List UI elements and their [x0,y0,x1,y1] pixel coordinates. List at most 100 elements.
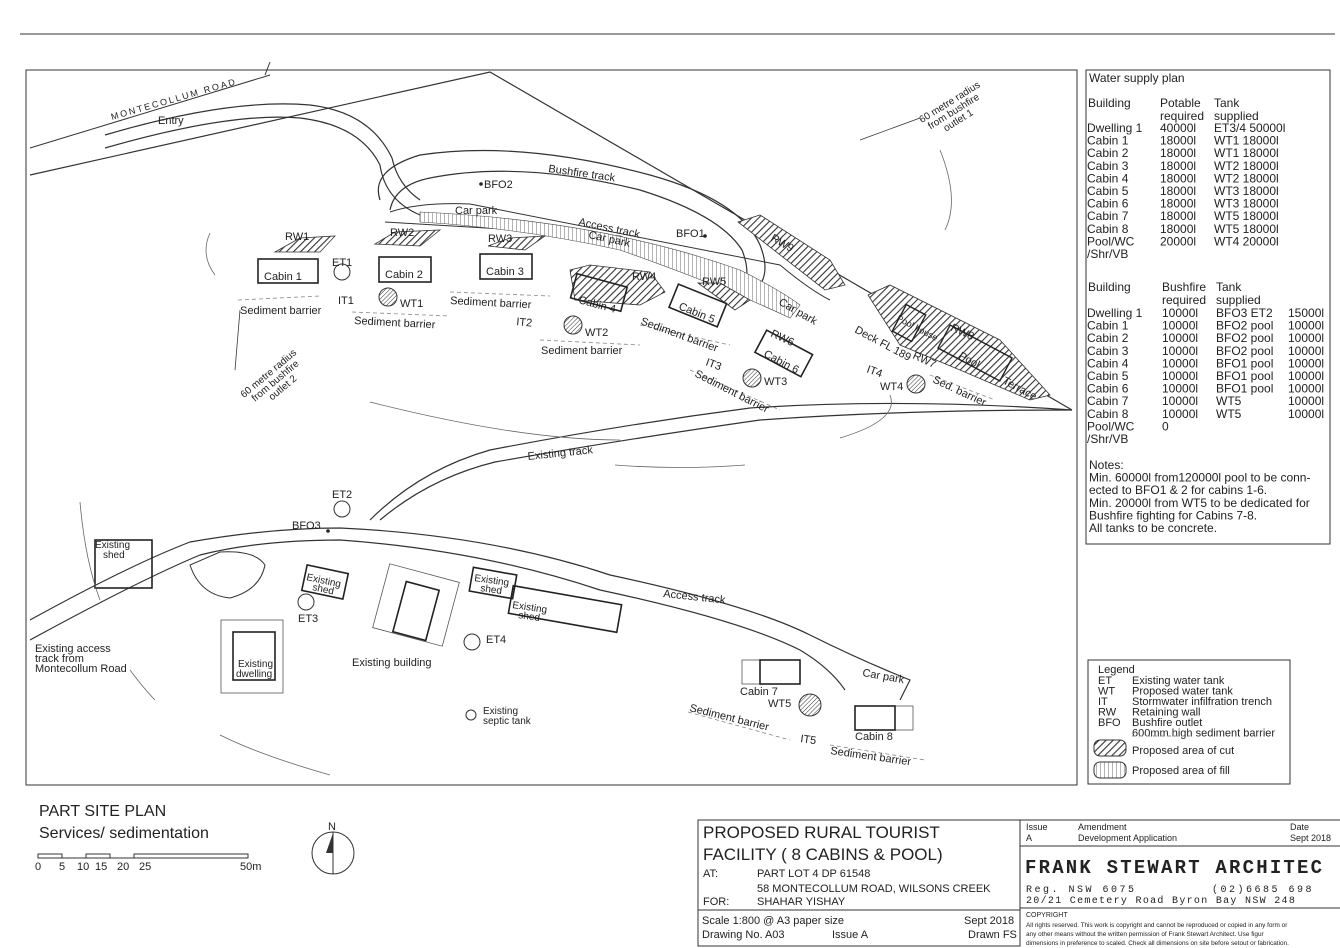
bfo3-point [326,529,330,533]
bushfire-row-required: 10000l [1162,394,1198,408]
potable-row-building: Cabin 7 [1087,209,1129,223]
legend-desc: Proposed water tank [1132,686,1233,698]
firm-address: 20/21 Cemetery Road Byron Bay NSW 248 [1026,895,1296,907]
at-line-1: PART LOT 4 DP 61548 [757,868,870,880]
bushfire-header-required: required [1162,293,1206,307]
amendment-header: Amendment [1078,822,1127,832]
potable-row-required: 18000l [1160,146,1196,160]
potable-header-required: required [1160,109,1204,123]
potable-row-tank: WT2 18000l [1214,159,1279,173]
potable-row-tank: WT3 18000l [1214,197,1279,211]
issue-value: A [1026,833,1032,843]
cabin-3-label: Cabin 3 [486,266,524,278]
potable-header-supplied: supplied [1214,109,1259,123]
car-park-label-1: Car park [455,205,498,217]
dwelling-label-a: Existing [238,659,273,670]
sediment-label-4: Sediment barrier [541,345,623,357]
legend-desc: Stormwater infilfration trench [1132,696,1272,708]
bushfire-row-building: Cabin 1 [1087,319,1129,333]
it5-label: IT5 [800,733,817,747]
existing-dwelling [232,631,276,681]
potable-row-building: Cabin 5 [1087,184,1129,198]
water-supply-title: Water supply plan [1089,71,1185,85]
cabin-6-label: Cabin 6 [762,348,801,376]
bushfire-row-tank: BFO2 pool [1216,319,1273,333]
firm-reg: Reg. NSW 6075 [1026,885,1137,896]
existing-dwelling-outline [220,619,284,694]
potable-row-tank: ET3/4 50000l [1214,121,1285,135]
potable-header: Building Potable required Tank supplied [1088,96,1259,123]
potable-row-required: 18000l [1160,209,1196,223]
pool-house [891,303,927,343]
copyright-title: COPYRIGHT [1026,912,1068,919]
potable-row-required: 18000l [1160,171,1196,185]
sediment-label-8: Sediment barrier [830,745,913,768]
bfo2-point [479,182,483,186]
dwelling-label-b: dwelling [236,669,272,680]
rw2-label: RW2 [390,227,414,239]
tank-wt3 [742,368,762,388]
et2-label: ET2 [332,489,352,501]
bushfire-row-required: 10000l [1162,319,1198,333]
bushfire-row-capacity: 10000l [1288,394,1324,408]
scale-tick-15: 15 [95,861,107,873]
tank-et1 [333,263,351,281]
tank-et3 [297,593,315,611]
scale-tick-20: 20 [117,861,129,873]
bushfire-track [377,149,766,286]
existing-shed-3 [468,566,518,600]
legend-abbrev: ET [1098,675,1112,687]
existing-track-label: Existing track [527,444,594,463]
plan-subtitle: Services/ sedimentation [39,825,209,842]
existing-shed-4 [507,584,623,634]
drawing-date: Sept 2018 [964,915,1014,927]
existing-access-a: Existing access [35,643,111,655]
rw1-label: RW1 [285,231,309,243]
existing-shed-2 [300,563,350,601]
cabin-2 [378,256,432,283]
potable-row-building: Cabin 8 [1087,222,1129,236]
bushfire-row-building: Cabin 5 [1087,369,1129,383]
bushfire-row-required: 10000l [1162,306,1198,320]
entry-label: Entry [158,115,184,127]
et1-label: ET1 [332,257,352,269]
it1-label: IT1 [338,295,354,307]
potable-row-required: 18000l [1160,197,1196,211]
notes-line: Min. 20000l from WT5 to be dedicated for [1089,496,1310,510]
potable-row-building: Dwelling 1 [1087,121,1143,135]
cabin-8 [854,705,896,731]
bushfire-row-building: Cabin 2 [1087,331,1129,345]
potable-header-potable: Potable [1160,96,1201,110]
bushfire-row-tank: WT5 [1216,394,1242,408]
rw3-label: RW3 [488,233,512,245]
scale-tick-5: 5 [59,861,65,873]
plan-title: PART SITE PLAN [39,803,166,820]
it4-label: IT4 [865,364,884,381]
bushfire-header-tank: Tank [1216,280,1242,294]
bushfire-row-building: /Shr/VB [1087,432,1128,446]
scale-text: Scale 1:800 @ A3 paper size [702,915,844,927]
potable-row-tank: WT5 18000l [1214,222,1279,236]
bushfire-row-required: 0 [1162,419,1169,433]
it3-label: IT3 [704,357,723,374]
existing-building-label: Existing building [352,657,432,669]
pool [937,324,1013,382]
existing-access-b: track from [35,653,84,665]
scale-tick-25: 25 [139,861,151,873]
copyright-line-3: dimensions in preference to scaled. Chec… [1026,940,1289,947]
bushfire-row-capacity: 10000l [1288,319,1324,333]
cabin-3 [479,253,533,280]
wt5-label: WT5 [768,698,791,710]
sediment-label-2: Sediment barrier [354,315,436,331]
north-arrow: N [311,821,355,875]
wt4-label: WT4 [880,381,903,393]
cabin-4 [569,272,629,313]
bushfire-row-required: 10000l [1162,382,1198,396]
sediment-label-7: Sediment barrier [688,702,770,733]
potable-row-building: Cabin 2 [1087,146,1129,160]
bushfire-row-building: Dwelling 1 [1087,306,1143,320]
date-value: Sept 2018 [1290,833,1331,843]
legend-abbrev: IT [1098,696,1108,708]
cut-area-rw2 [373,229,442,247]
